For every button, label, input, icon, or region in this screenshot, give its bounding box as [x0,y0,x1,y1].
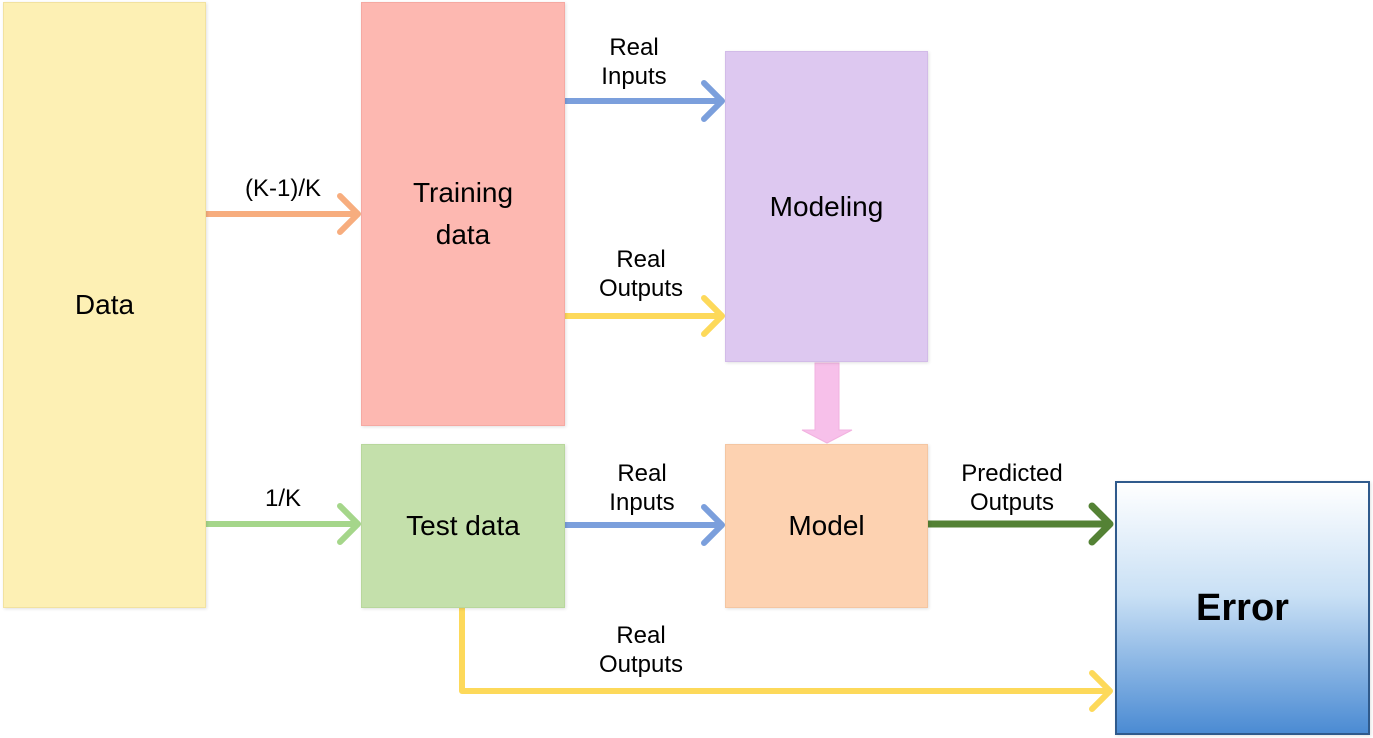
model-box-label: Model [788,510,865,541]
label-one-over-k: 1/K [264,485,302,512]
label-real-inputs-test: Real Inputs [609,460,675,516]
arrow-training-outputs-to-modeling [565,295,725,337]
modeling-box-label: Modeling [769,190,884,222]
arrow-test-outputs-to-error [459,608,1113,712]
arrow-data-to-test [206,503,361,545]
data-box-label: Data [74,289,135,320]
label-predicted-outputs: Predicted Outputs [961,460,1063,516]
arrow-data-to-training [206,193,361,235]
test-data-box: Test data [361,444,565,608]
error-box: Error [1115,481,1370,735]
label-real-outputs-test: Real Outputs [598,622,684,678]
training-data-box: Training data [361,2,565,426]
arrow-model-to-error [928,502,1114,546]
modeling-box: Modeling [725,51,928,362]
arrow-test-inputs-to-model [565,504,725,546]
training-data-box-label: Training data [412,177,514,250]
arrow-modeling-to-model [801,362,853,444]
label-real-inputs-training: Real Inputs [601,34,667,90]
arrow-training-inputs-to-modeling [565,80,725,122]
label-real-outputs-training: Real Outputs [598,246,684,302]
error-box-label: Error [1196,586,1289,629]
model-box: Model [725,444,928,608]
data-box: Data [3,2,206,608]
test-data-box-label: Test data [406,510,520,541]
label-k-minus-1-over-k: (K-1)/K [244,175,321,202]
